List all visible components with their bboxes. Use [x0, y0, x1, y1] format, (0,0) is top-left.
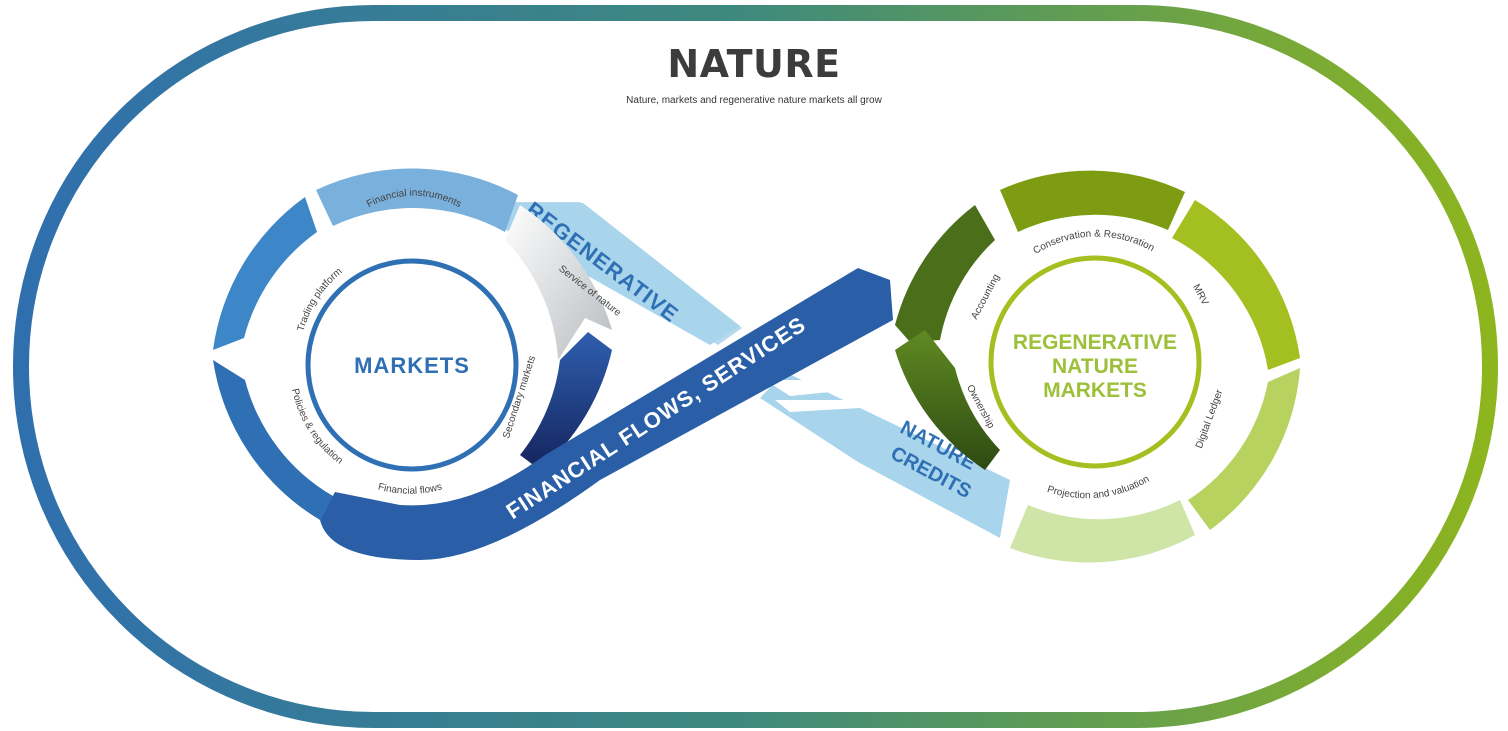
markets-item-financial-flows: Financial flows: [377, 482, 444, 497]
regen-label-line-2: NATURE: [1052, 355, 1138, 378]
outer-frame: [13, 5, 1498, 728]
markets-label: MARKETS: [354, 353, 470, 378]
markets-ring: MARKETS: [213, 168, 612, 520]
diagram-title: NATURE: [667, 42, 841, 86]
regen-label-line-1: REGENERATIVE: [1013, 331, 1177, 354]
regen-item-mrv: MRV: [1190, 283, 1210, 308]
diagram-subtitle: Nature, markets and regenerative nature …: [626, 95, 882, 106]
regen-item-projection: Projection and valuation: [1046, 474, 1151, 501]
regen-ring: REGENERATIVE NATURE MARKETS: [895, 170, 1300, 563]
regen-label-line-3: MARKETS: [1043, 379, 1147, 402]
